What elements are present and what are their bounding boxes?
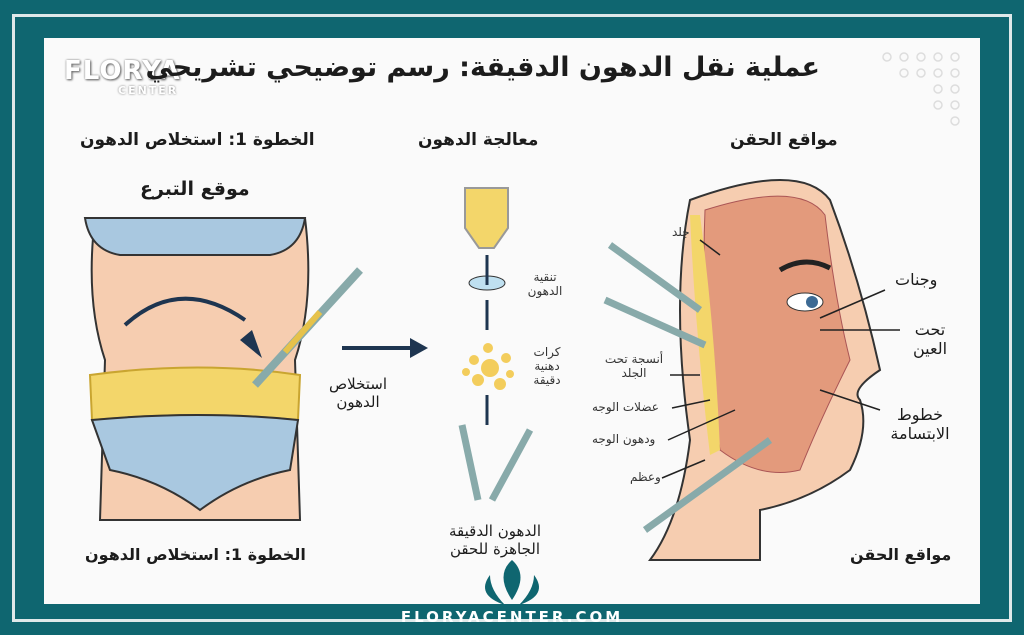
leader-lines [661, 239, 900, 479]
heading-injection: مواقع الحقن [730, 130, 838, 150]
subcutaneous-fat [690, 215, 720, 455]
label-cheeks: وجنات [895, 270, 938, 289]
processing-illustration [458, 187, 534, 502]
website-footer: FLORYACENTER.COM [400, 608, 624, 626]
heading-processing: معالجة الدهون [418, 130, 539, 150]
label-under-eye: تحت العين [912, 320, 948, 358]
underwear [90, 414, 300, 512]
syringes-injection [603, 242, 773, 533]
label-muscles: عضلات الوجه [592, 400, 659, 414]
fat-container [464, 187, 509, 249]
rotation-arrow [123, 296, 247, 327]
footer-extraction: الخطوة 1: استخلاص الدهون [85, 545, 306, 564]
globules-label: كرات دهنية دقيقة [533, 345, 561, 387]
ready-label: الدهون الدقيقة الجاهزة للحقن [449, 522, 541, 558]
label-subcutaneous: أنسجة تحت الجلد [604, 352, 664, 380]
page-title: عملية نقل الدهون الدقيقة: رسم توضيحي تشر… [145, 52, 820, 83]
footer-injection: مواقع الحقن [850, 545, 952, 564]
logo: FLORYA [64, 56, 181, 86]
extraction-label: استخلاص الدهون [328, 375, 388, 411]
label-facial-fat: ودهون الوجه [592, 432, 656, 446]
heading-extraction: الخطوة 1: استخلاص الدهون [80, 130, 315, 150]
decor-dots [882, 52, 960, 126]
eye [806, 296, 818, 308]
label-bone: وعظم [630, 470, 661, 484]
label-smile-lines: خطوط الابتسامة [890, 405, 950, 443]
donor-site-label: موقع التبرع [140, 178, 250, 200]
torso-illustration [83, 217, 363, 521]
purify-label: تنقية الدهون [527, 270, 563, 298]
frame-border [12, 14, 1012, 622]
label-skin: جلد [672, 225, 690, 239]
logo-subtitle: CENTER [118, 84, 179, 97]
florya-leaf-logo [485, 560, 539, 605]
face-illustration [603, 179, 900, 561]
syringes-ready [458, 424, 534, 502]
fat-globules [462, 343, 514, 390]
bra [83, 217, 307, 256]
eyebrow [778, 259, 832, 273]
